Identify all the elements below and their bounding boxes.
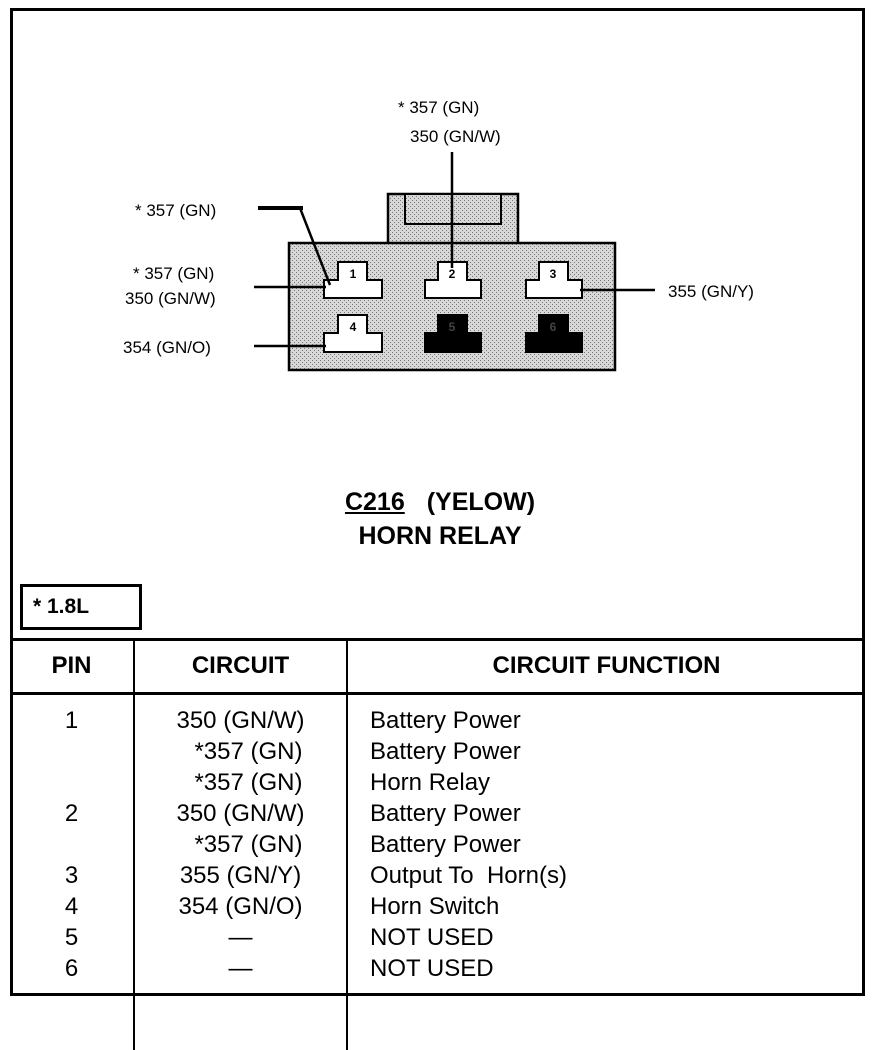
- table-row-function: Battery Power: [370, 829, 864, 860]
- callout-left-mid1: * 357 (GN): [133, 264, 214, 283]
- header-circuit-function: CIRCUIT FUNCTION: [347, 640, 865, 694]
- table-body-row: 1 2 3 4 5 6 350 (GN/W) *357 (GN) *357 (G…: [10, 694, 865, 1050]
- terminal-1-label: 1: [350, 267, 357, 281]
- table-row-function: NOT USED: [370, 922, 864, 953]
- table-row-function: Output To Horn(s): [370, 860, 864, 891]
- callout-left-mid2: 350 (GN/W): [125, 289, 216, 308]
- table-row-circuit: *357 (GN): [136, 829, 345, 860]
- table-row-circuit: 354 (GN/O): [136, 891, 345, 922]
- callout-right: 355 (GN/Y): [668, 282, 754, 301]
- table-header-row: PIN CIRCUIT CIRCUIT FUNCTION: [10, 640, 865, 694]
- terminal-4-label: 4: [350, 320, 357, 334]
- table-row-circuit: 350 (GN/W): [136, 705, 345, 736]
- callout-top-line1: * 357 (GN): [398, 98, 479, 117]
- callout-left-lower: 354 (GN/O): [123, 338, 211, 357]
- circuit-column: 350 (GN/W) *357 (GN) *357 (GN) 350 (GN/W…: [134, 694, 347, 1050]
- table-row-pin: [11, 736, 132, 767]
- table-row-pin: 6: [11, 953, 132, 984]
- terminal-3-label: 3: [550, 267, 557, 281]
- header-pin: PIN: [10, 640, 134, 694]
- terminal-2-label: 2: [449, 267, 456, 281]
- table-row-pin: 3: [11, 860, 132, 891]
- connector-title: C216 (YELOW): [0, 488, 880, 517]
- table-row-function: NOT USED: [370, 953, 864, 984]
- pin-table: PIN CIRCUIT CIRCUIT FUNCTION 1 2 3 4 5 6…: [10, 640, 865, 1050]
- connector-id: C216: [345, 488, 405, 516]
- table-row-circuit: *357 (GN): [136, 767, 345, 798]
- function-column: Battery Power Battery Power Horn Relay B…: [347, 694, 865, 1050]
- table-row-circuit: 350 (GN/W): [136, 798, 345, 829]
- connector-name: HORN RELAY: [0, 522, 880, 551]
- table-row-function: Battery Power: [370, 798, 864, 829]
- terminal-5-label: 5: [449, 320, 456, 334]
- pin-column: 1 2 3 4 5 6: [10, 694, 134, 1050]
- callout-left-upper: * 357 (GN): [135, 201, 216, 220]
- table-row-function: Battery Power: [370, 736, 864, 767]
- table-row-pin: 5: [11, 922, 132, 953]
- table-row-circuit: —: [136, 922, 345, 953]
- callout-top-line2: 350 (GN/W): [410, 127, 501, 146]
- engine-note-box: * 1.8L: [20, 584, 142, 630]
- table-row-function: Horn Relay: [370, 767, 864, 798]
- table-row-circuit: 355 (GN/Y): [136, 860, 345, 891]
- table-row-pin: [11, 767, 132, 798]
- table-row-function: Horn Switch: [370, 891, 864, 922]
- table-row-pin: [11, 829, 132, 860]
- table-row-pin: 1: [11, 705, 132, 736]
- table-row-pin: 4: [11, 891, 132, 922]
- connector-color: (YELOW): [427, 488, 535, 516]
- table-row-circuit: —: [136, 953, 345, 984]
- table-row-circuit: *357 (GN): [136, 736, 345, 767]
- terminal-6-label: 6: [550, 320, 557, 334]
- table-row-pin: 2: [11, 798, 132, 829]
- table-row-function: Battery Power: [370, 705, 864, 736]
- header-circuit: CIRCUIT: [134, 640, 347, 694]
